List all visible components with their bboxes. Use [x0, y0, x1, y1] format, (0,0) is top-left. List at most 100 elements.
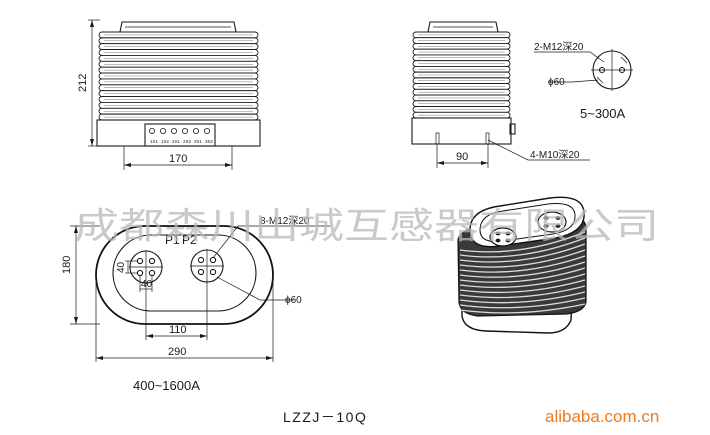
perspective-rib	[459, 237, 586, 258]
side-mount-dim: 90	[456, 151, 468, 163]
terminal-screw	[181, 127, 188, 134]
side-hole-note: 4-M10深20	[530, 149, 580, 161]
dim-tick	[596, 76, 604, 84]
thread-leader	[534, 51, 605, 63]
front-width-dim: 170	[169, 153, 187, 165]
terminal-label-5: 3S1	[194, 139, 203, 144]
thread-leader	[212, 225, 330, 259]
terminal-screw	[148, 127, 155, 134]
front-ribs	[98, 31, 259, 121]
perspective-hole	[543, 216, 549, 220]
perspective-rib	[459, 273, 586, 288]
thread-hole	[209, 256, 217, 264]
dim-tick	[620, 56, 628, 64]
model-number: LZZJ－10Q	[283, 409, 367, 425]
perspective-rib	[459, 249, 586, 268]
perspective-rib	[459, 243, 586, 263]
terminal-block	[144, 123, 216, 147]
perspective-hole	[505, 238, 511, 243]
thread-hole	[209, 268, 217, 276]
arrow-head	[225, 163, 232, 167]
arrow-head	[481, 161, 488, 165]
mount-hole	[435, 132, 440, 145]
top-inner	[112, 234, 257, 312]
arrow-head	[200, 334, 207, 338]
arrow-head	[74, 226, 78, 233]
arrow-head	[96, 356, 103, 360]
perspective-rib	[459, 231, 586, 253]
top-thread-note: 8-M12深20	[260, 215, 310, 227]
thread-hole	[136, 269, 144, 277]
terminal-screws	[148, 127, 210, 134]
small-current-range: 5~300A	[580, 106, 626, 121]
top-current-range: 400~1600A	[133, 378, 200, 393]
side-nameplate	[509, 123, 516, 135]
perspective-rib	[459, 267, 586, 283]
perspective-rib	[459, 303, 586, 314]
terminal-screw	[192, 127, 199, 134]
perspective-rib	[459, 285, 586, 299]
perspective-holes	[495, 216, 561, 243]
top-center-dim: 110	[169, 324, 187, 336]
arrow-head	[146, 334, 153, 338]
perspective-rib	[459, 279, 586, 294]
mount-hole	[485, 132, 490, 145]
small-diameter-dim: ϕ60	[548, 77, 565, 88]
label-p1: P1	[165, 233, 180, 247]
arrow-head	[124, 163, 131, 167]
arrow-head	[90, 139, 94, 146]
side-base	[411, 117, 512, 145]
perspective-hole	[555, 216, 561, 220]
front-height-dim: 212	[77, 74, 89, 92]
perspective-rib	[459, 297, 586, 309]
perspective-hole	[495, 231, 501, 236]
diameter-leader	[216, 276, 294, 301]
perspective-rib	[459, 291, 586, 304]
watermark: 成都森川山城互感器有限公司	[74, 206, 659, 247]
side-ribs	[412, 31, 511, 119]
thread-hole	[148, 269, 156, 277]
terminal-screw	[203, 127, 210, 134]
terminal-label-3: 2S1	[172, 139, 181, 144]
perspective-hole	[505, 231, 511, 236]
perspective-rib	[459, 261, 586, 278]
arrow-head	[266, 356, 273, 360]
perspective-hole	[495, 238, 501, 243]
hole-leader	[487, 139, 590, 161]
thread-hole	[136, 257, 144, 265]
terminal-label-2: 1S2	[161, 139, 170, 144]
perspective-rib	[459, 255, 586, 273]
terminal-label-4: 2S2	[183, 139, 192, 144]
terminal-label-1: 1S1	[150, 139, 159, 144]
thread-hole	[148, 257, 156, 265]
brand-logo: alibaba.com.cn	[545, 407, 659, 426]
terminal-label-6: 3S2	[205, 139, 214, 144]
top-height-dim: 180	[61, 256, 73, 274]
top-spacing-v: 40	[116, 261, 127, 273]
perspective-hole	[543, 224, 549, 228]
primary-terminal-detail: 2-M12深20 ϕ60 5~300A	[534, 41, 633, 121]
perspective-view	[457, 196, 587, 334]
small-thread-note: 2-M12深20	[534, 41, 584, 53]
thread-hole	[197, 256, 205, 264]
thread-hole	[197, 268, 205, 276]
top-width-dim: 290	[168, 346, 186, 358]
arrow-head	[90, 20, 94, 27]
top-view: P1 P2 8-M12深20 ϕ60 40 40 180 110	[61, 215, 330, 393]
perspective-ribs	[459, 231, 586, 314]
side-view: 90 4-M10深20	[411, 21, 590, 168]
thread-hole	[618, 66, 626, 74]
top-diameter-dim: ϕ60	[285, 295, 302, 306]
perspective-hole	[555, 224, 561, 228]
front-view: 1S1 1S2 2S1 2S2 3S1 3S2 212 170	[77, 19, 261, 170]
terminal-screw	[170, 127, 177, 134]
arrow-head	[437, 161, 444, 165]
label-p2: P2	[182, 233, 197, 247]
thread-hole	[598, 66, 606, 74]
terminal-screw	[159, 127, 166, 134]
diameter-leader	[548, 79, 599, 83]
top-spacing-h: 40	[141, 279, 153, 290]
arrow-head	[74, 317, 78, 324]
